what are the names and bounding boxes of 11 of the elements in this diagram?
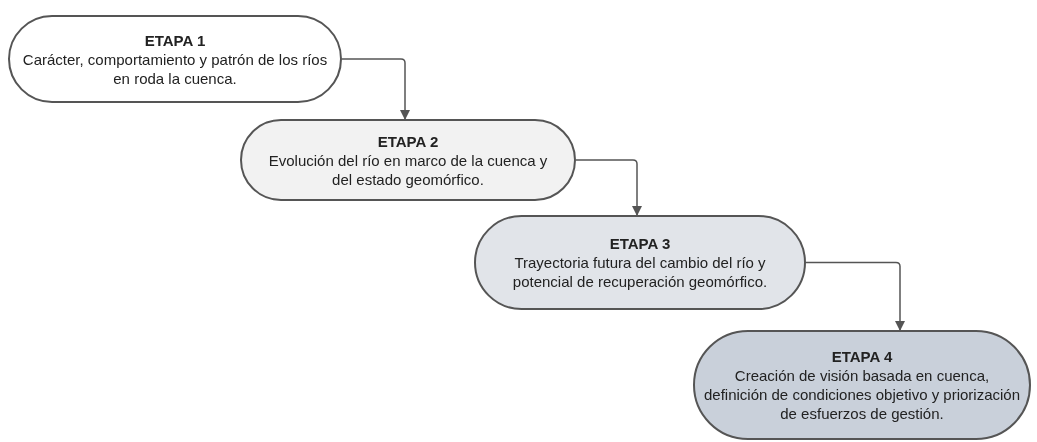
connector-arrow xyxy=(805,261,905,331)
stage-title: ETAPA 4 xyxy=(831,347,893,366)
stage-title: ETAPA 2 xyxy=(377,131,439,151)
stage-description: Trayectoria futura del cambio del río y potencial de recuperación geomórfico. xyxy=(511,253,769,291)
connector-arrow xyxy=(575,159,642,216)
stage-description: Carácter, comportamiento y patrón de los ríos en roda la cuenca. xyxy=(21,49,329,88)
stage-description: Evolución del río en marco de la cuenca y del estado geomórfico. xyxy=(267,150,549,189)
connector-arrow xyxy=(341,58,410,120)
stage-title: ETAPA 1 xyxy=(144,30,206,50)
stage-title: ETAPA 3 xyxy=(609,234,671,253)
stage-description: Creación de visión basada en cuenca, definición de condiciones objetivo y priorización de esfuerzos de gestión. xyxy=(703,366,1021,423)
